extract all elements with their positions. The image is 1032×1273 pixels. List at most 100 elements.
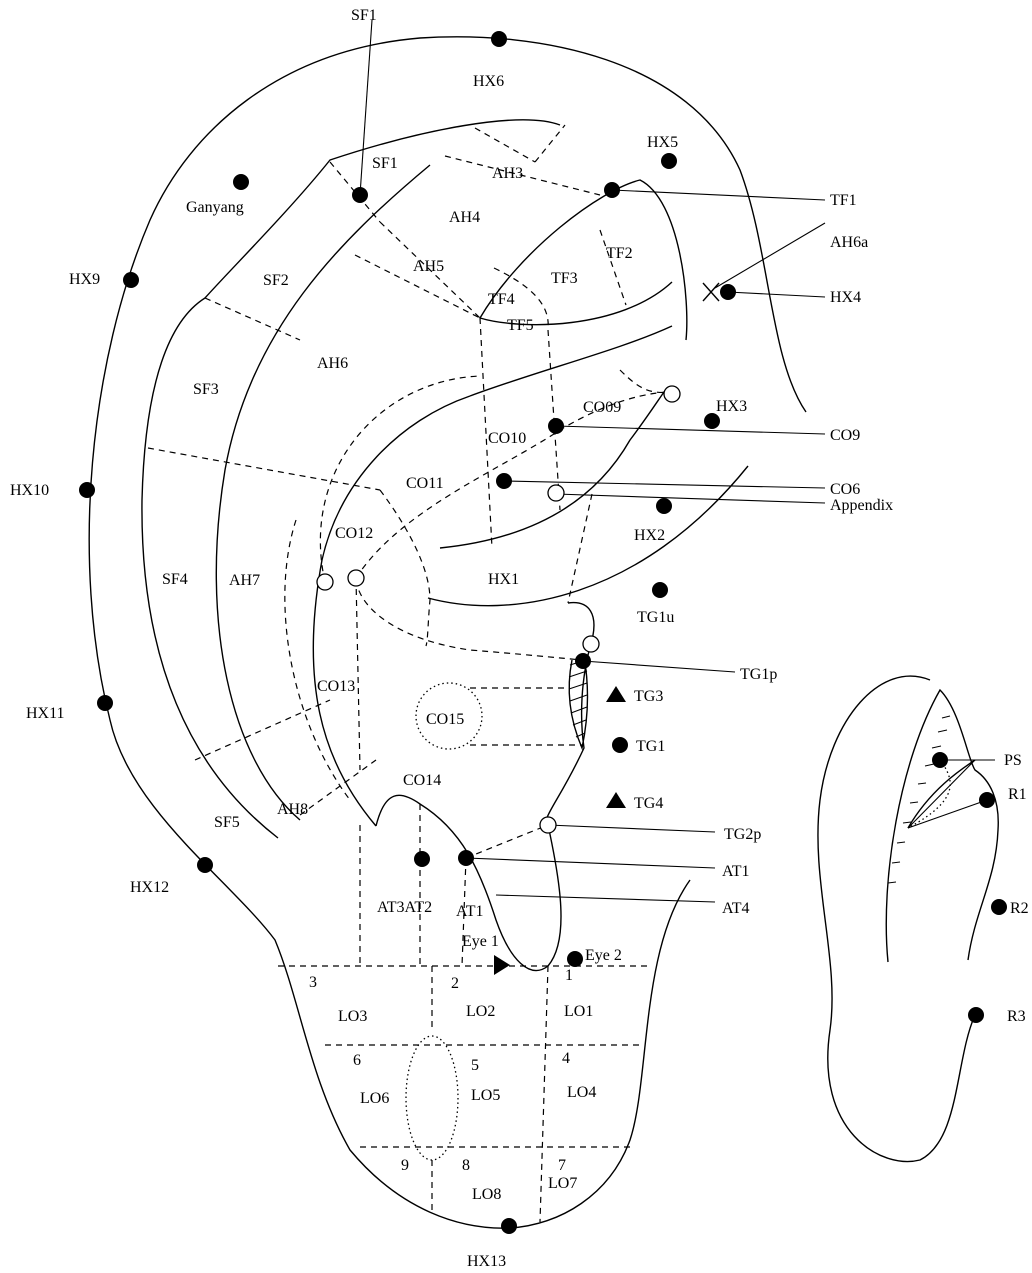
label-co15: CO15 [426,711,464,728]
label-at1: AT1 [456,903,484,920]
co15-region [415,682,483,750]
label-hx12: HX12 [130,879,169,896]
tragus-hatch [568,659,588,738]
lobe-region [405,1035,459,1161]
label-tf1: TF1 [830,192,857,209]
point-co10 [548,418,564,434]
label-sf4: SF4 [162,571,188,588]
label-hx10: HX10 [10,482,49,499]
dash-22 [299,759,377,816]
label-n7: 7 [558,1157,566,1174]
label-hx1: HX1 [488,571,519,588]
point-tg1p [575,653,591,669]
point-r3 [968,1007,984,1023]
label-lo8: LO8 [472,1186,501,1203]
label-ah4: AH4 [449,209,480,226]
label-n9: 9 [401,1157,409,1174]
ah6a-x-marker [702,282,720,302]
point-hx4 [720,284,736,300]
leader-tg1p [582,660,736,673]
triangle-tg4 [606,792,626,808]
label-ah8: AH8 [277,801,308,818]
label-co9: CO9 [830,427,860,444]
triangle-tg3 [606,686,626,702]
point-sf1 [352,187,368,203]
label-tg4: TG4 [634,795,663,812]
label-tf2: TF2 [606,245,633,262]
leader-r1 [907,799,988,829]
open-point-co12-b [347,569,365,587]
tragus-outline [375,601,595,972]
point-hx3 [704,413,720,429]
point-hx12 [197,857,213,873]
point-hx13 [501,1218,517,1234]
label-appendix: Appendix [830,497,893,514]
dash-28 [461,857,467,967]
label-hx5: HX5 [647,134,678,151]
point-tg1u [652,582,668,598]
concha-upper [439,386,669,549]
label-sf5: SF5 [214,814,240,831]
triangular-fossa-lower [479,281,673,326]
label-r2: R2 [1010,900,1029,917]
label-hx13: HX13 [467,1253,506,1270]
dash-15 [355,391,673,579]
leader-co6 [503,480,826,489]
label-sf1: SF1 [372,155,398,172]
label-ah6: AH6 [317,355,348,372]
point-tg1 [612,737,628,753]
dash-20 [284,519,351,801]
label-tf5: TF5 [507,317,534,334]
label-lo2: LO2 [466,1003,495,1020]
label-lo3: LO3 [338,1008,367,1025]
label-tg3: TG3 [634,688,663,705]
label-co13: CO13 [317,678,355,695]
leader-ps-2 [907,759,976,829]
label-n8: 8 [462,1157,470,1174]
label-tg2p: TG2p [724,826,761,843]
label-ah5: AH5 [413,258,444,275]
dash-8 [479,317,493,549]
triangular-fossa [479,179,688,341]
leader-tg2p [547,824,716,833]
point-hx9 [123,272,139,288]
label-hx2: HX2 [634,527,665,544]
label-sf2: SF2 [263,272,289,289]
leader-co9 [555,425,826,435]
label-eye1: Eye 1 [462,933,499,950]
label-n5: 5 [471,1057,479,1074]
label-ah6a: AH6a [830,234,868,251]
label-hx3: HX3 [716,398,747,415]
dash-18 [355,579,583,661]
label-ps: PS [1004,752,1022,769]
label-n1: 1 [565,967,573,984]
dash-2 [379,221,481,319]
point-r1 [979,792,995,808]
label-n6: 6 [353,1052,361,1069]
antihelix-outer [215,164,431,821]
label-n4: 4 [562,1050,570,1067]
label-hx11: HX11 [26,705,65,722]
label-tg1: TG1 [636,738,665,755]
dash-16 [619,369,673,394]
dash-14 [319,375,481,583]
point-eye2 [567,951,583,967]
label-ganyang: Ganyang [186,199,244,216]
dash-7 [354,254,481,319]
leader-appendix [555,493,826,504]
label-lo6: LO6 [360,1090,389,1107]
dash-3 [444,155,601,196]
dash-31 [539,965,549,1223]
small-ear-dotted [907,759,951,829]
leader-sf1 [359,19,373,196]
label-at3at2: AT3AT2 [377,899,432,916]
dash-17 [567,493,593,604]
dash-11 [599,229,627,306]
label-eye2: Eye 2 [585,947,622,964]
point-ps [932,752,948,768]
label-co11: CO11 [406,475,444,492]
small-ear-inner [907,759,976,829]
open-point-tg2p [539,816,557,834]
point-hx11 [97,695,113,711]
